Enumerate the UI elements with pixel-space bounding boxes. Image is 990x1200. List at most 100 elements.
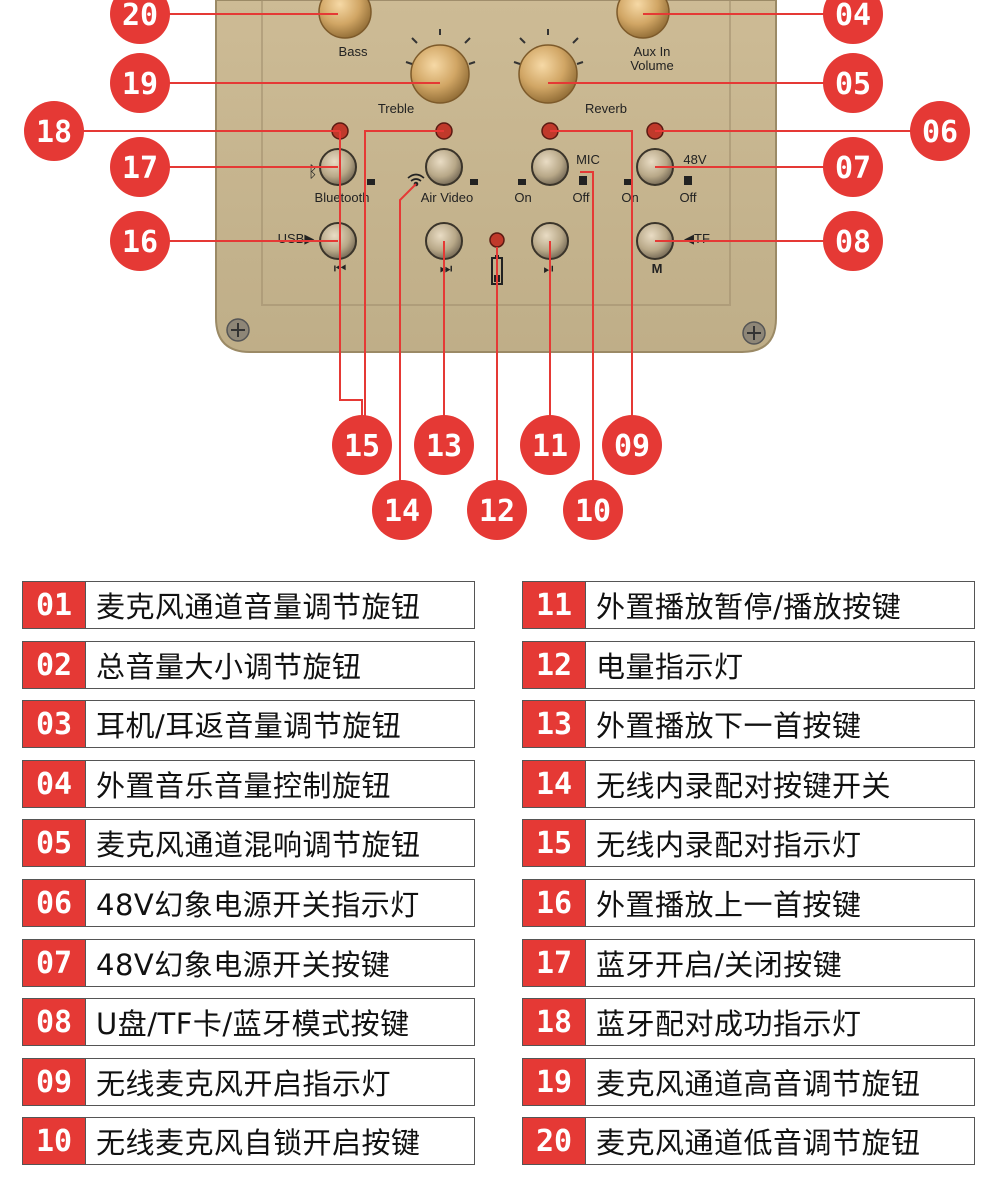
legend-number: 04 (23, 761, 86, 807)
svg-text:14: 14 (384, 494, 420, 529)
callout-18: 18 (24, 101, 84, 161)
legend-row: 18 蓝牙配对成功指示灯 (522, 998, 975, 1046)
legend-row: 20 麦克风通道低音调节旋钮 (522, 1117, 975, 1165)
svg-text:05: 05 (835, 67, 871, 102)
latch-marks (367, 176, 692, 185)
reverb-label: Reverb (585, 101, 627, 116)
svg-text:11: 11 (532, 429, 568, 464)
legend-number: 10 (23, 1118, 86, 1164)
legend-description: 外置播放下一首按键 (596, 709, 862, 743)
reverb-knob[interactable] (518, 44, 578, 104)
callout-06: 06 (910, 101, 970, 161)
legend-number: 13 (523, 701, 586, 747)
svg-text:09: 09 (614, 429, 650, 464)
leader-lines (82, 13, 912, 490)
legend-number: 02 (23, 642, 86, 688)
mic-label: MIC (576, 152, 600, 167)
legend-number: 01 (23, 582, 86, 628)
legend-row: 11 外置播放暂停/播放按键 (522, 581, 975, 629)
legend-description: 48V幻象电源开关指示灯 (96, 888, 420, 922)
air-video-button[interactable] (425, 148, 463, 186)
callout-19: 19 (110, 53, 170, 113)
treble-label: Treble (378, 101, 414, 116)
legend-description: 无线麦克风开启指示灯 (96, 1067, 392, 1101)
legend-description: 蓝牙开启/关闭按键 (596, 948, 843, 982)
v48-label: 48V (683, 152, 706, 167)
volume-label: Volume (630, 58, 673, 73)
callout-16: 16 (110, 211, 170, 271)
legend-description: 麦克风通道低音调节旋钮 (596, 1126, 921, 1160)
legend-description: 48V幻象电源开关按键 (96, 948, 391, 982)
legend-row: 12 电量指示灯 (522, 641, 975, 689)
bass-label: Bass (339, 44, 368, 59)
mode-label: M (652, 261, 663, 276)
legend-number: 14 (523, 761, 586, 807)
svg-text:12: 12 (479, 494, 515, 529)
legend-description: 电量指示灯 (596, 650, 744, 684)
legend-row: 07 48V幻象电源开关按键 (22, 939, 475, 987)
air-video-label: Air Video (421, 190, 474, 205)
svg-text:17: 17 (122, 151, 158, 186)
legend-description: 麦克风通道高音调节旋钮 (596, 1067, 921, 1101)
legend-description: 麦克风通道音量调节旋钮 (96, 590, 421, 624)
bass-knob[interactable] (318, 0, 372, 39)
callout-14: 14 (372, 480, 432, 540)
legend-number: 12 (523, 642, 586, 688)
svg-text:08: 08 (835, 225, 871, 260)
legend-row: 16 外置播放上一首按键 (522, 879, 975, 927)
svg-text:20: 20 (122, 0, 158, 33)
legend-description: 无线内录配对按键开关 (596, 769, 892, 803)
legend-number: 09 (23, 1059, 86, 1105)
battery-led (489, 232, 505, 248)
mic-button[interactable] (531, 148, 569, 186)
callout-09: 09 (602, 415, 662, 475)
callout-08: 08 (823, 211, 883, 271)
legend-description: U盘/TF卡/蓝牙模式按键 (96, 1007, 410, 1041)
aux-in-volume-knob[interactable] (616, 0, 670, 39)
legend-description: 无线麦克风自锁开启按键 (96, 1126, 421, 1160)
svg-text:04: 04 (835, 0, 871, 33)
legend-number: 08 (23, 999, 86, 1045)
svg-text:06: 06 (922, 115, 958, 150)
legend-description: 外置播放上一首按键 (596, 888, 862, 922)
treble-knob[interactable] (410, 44, 470, 104)
callout-13: 13 (414, 415, 474, 475)
legend-description: 蓝牙配对成功指示灯 (596, 1007, 862, 1041)
svg-text:13: 13 (426, 429, 462, 464)
legend-row: 09 无线麦克风开启指示灯 (22, 1058, 475, 1106)
legend-number: 20 (523, 1118, 586, 1164)
legend-number: 07 (23, 940, 86, 986)
legend-number: 05 (23, 820, 86, 866)
legend-description: 麦克风通道混响调节旋钮 (96, 828, 421, 862)
mic-off-label: Off (572, 190, 589, 205)
legend-row: 13 外置播放下一首按键 (522, 700, 975, 748)
legend-description: 外置播放暂停/播放按键 (596, 590, 902, 624)
svg-text:15: 15 (344, 429, 380, 464)
svg-text:07: 07 (835, 151, 871, 186)
callout-17: 17 (110, 137, 170, 197)
legend-description: 总音量大小调节旋钮 (96, 650, 362, 684)
legend-number: 18 (523, 999, 586, 1045)
legend-description: 耳机/耳返音量调节旋钮 (96, 709, 402, 743)
wifi-icon (407, 173, 425, 187)
callout-05: 05 (823, 53, 883, 113)
legend-number: 11 (523, 582, 586, 628)
callout-04: 04 (823, 0, 883, 44)
legend-row: 08 U盘/TF卡/蓝牙模式按键 (22, 998, 475, 1046)
callout-12: 12 (467, 480, 527, 540)
usb-label: USB▶ (278, 231, 315, 246)
next-label: ⏭ (440, 260, 453, 276)
svg-text:18: 18 (36, 115, 72, 150)
knob-ticks (405, 29, 584, 65)
bluetooth-label: Bluetooth (315, 190, 370, 205)
screw-left (226, 318, 250, 342)
legend-number: 16 (523, 880, 586, 926)
legend-row: 01 麦克风通道音量调节旋钮 (22, 581, 475, 629)
bluetooth-icon: ᛒ (308, 162, 318, 181)
callout-10: 10 (563, 480, 623, 540)
